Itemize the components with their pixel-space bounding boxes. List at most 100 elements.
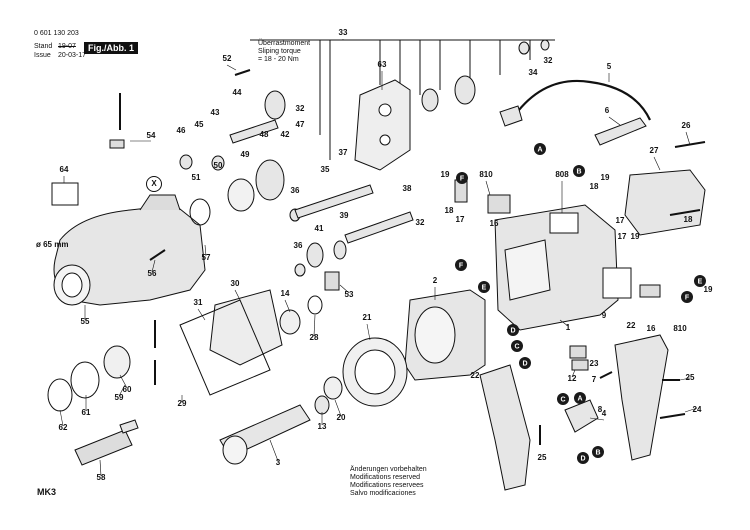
- view-x-marker: X: [146, 176, 162, 192]
- callout-disc: [519, 357, 531, 369]
- part-label-34: 34: [529, 68, 538, 77]
- callout-disc: [456, 172, 468, 184]
- footer-line: Änderungen vorbehalten: [350, 466, 427, 473]
- part-number: 0 601 130 203: [34, 30, 79, 37]
- leader-line: [204, 244, 207, 257]
- part-label-59: 59: [115, 393, 124, 402]
- leader-line: [234, 289, 241, 301]
- part-label-16: 16: [490, 219, 499, 228]
- part-label-4: 4: [602, 409, 607, 418]
- leader-line: [684, 407, 698, 413]
- callout-d: D: [507, 324, 519, 336]
- leader-line: [313, 314, 316, 337]
- part-label-25: 25: [686, 373, 695, 382]
- callout-letter: E: [482, 285, 487, 292]
- leader-line: [685, 131, 691, 146]
- callout-letter: F: [459, 263, 464, 270]
- stand-label: Stand: [34, 43, 53, 50]
- part-label-64: 64: [60, 165, 69, 174]
- part-label-32: 32: [296, 104, 305, 113]
- callout-d: D: [519, 357, 531, 369]
- part-label-42: 42: [281, 130, 290, 139]
- callout-disc: [574, 392, 586, 404]
- callout-disc: [534, 143, 546, 155]
- leader-line: [608, 116, 621, 126]
- callout-letter: A: [577, 396, 582, 403]
- part-label-39: 39: [340, 211, 349, 220]
- footer-line: Modifications reservees: [350, 482, 424, 489]
- callout-letter: B: [595, 450, 600, 457]
- part-label-51: 51: [192, 173, 201, 182]
- callout-disc: [694, 275, 706, 287]
- issue-date: 20-03-17: [58, 52, 87, 59]
- part-label-37: 37: [339, 148, 348, 157]
- part-label-810: 810: [673, 324, 687, 333]
- part-label-5: 5: [607, 62, 612, 71]
- part-label-47: 47: [296, 120, 305, 129]
- callout-a: A: [574, 392, 586, 404]
- part-label-16: 16: [647, 324, 656, 333]
- leader-line: [653, 156, 661, 171]
- part-label-31: 31: [194, 298, 203, 307]
- torque-note: Überrastmoment Sliping torque = 18 - 20 …: [258, 40, 311, 63]
- part-label-55: 55: [81, 317, 90, 326]
- leader-line: [118, 384, 126, 397]
- callout-letter: B: [576, 169, 581, 176]
- callout-disc: [557, 393, 569, 405]
- callout-e: E: [478, 281, 490, 293]
- part-label-22: 22: [627, 321, 636, 330]
- callout-letter: E: [698, 279, 703, 286]
- part-label-53: 53: [345, 290, 354, 299]
- callout-letter: D: [510, 328, 515, 335]
- part-label-1: 1: [566, 323, 571, 332]
- part-label-30: 30: [231, 279, 240, 288]
- callout-letter: C: [560, 397, 565, 404]
- callout-a: A: [534, 143, 546, 155]
- part-label-35: 35: [321, 165, 330, 174]
- callout-c: C: [557, 393, 569, 405]
- part-label-49: 49: [241, 150, 250, 159]
- part-label-28: 28: [310, 333, 319, 342]
- part-label-2: 2: [433, 276, 438, 285]
- part-label-25: 25: [538, 453, 547, 462]
- part-label-50: 50: [214, 161, 223, 170]
- stand-date: 19-07: [58, 43, 76, 50]
- part-label-19: 19: [704, 285, 713, 294]
- leader-line: [226, 64, 237, 71]
- leader-line: [99, 459, 102, 477]
- callout-disc: [455, 259, 467, 271]
- part-label-6: 6: [605, 106, 610, 115]
- part-label-13: 13: [318, 422, 327, 431]
- callout-d: D: [577, 452, 589, 464]
- callout-letter: F: [460, 176, 465, 183]
- part-label-23: 23: [590, 359, 599, 368]
- footer-line: Salvo modificaciones: [350, 490, 416, 497]
- part-label-14: 14: [281, 289, 290, 298]
- part-label-20: 20: [337, 413, 346, 422]
- part-label-18: 18: [590, 182, 599, 191]
- part-label-22: 22: [471, 371, 480, 380]
- leader-line: [366, 323, 371, 341]
- callout-disc: [592, 446, 604, 458]
- part-label-32: 32: [416, 218, 425, 227]
- leader-line: [559, 319, 569, 327]
- part-label-19: 19: [631, 232, 640, 241]
- leader-line: [151, 259, 156, 273]
- part-label-29: 29: [178, 399, 187, 408]
- callout-disc: [573, 165, 585, 177]
- part-label-808: 808: [555, 170, 569, 179]
- part-label-60: 60: [123, 385, 132, 394]
- figure-label: Fig./Abb. 1: [84, 42, 138, 54]
- leader-line: [334, 399, 342, 417]
- part-label-18: 18: [684, 215, 693, 224]
- part-label-12: 12: [568, 374, 577, 383]
- callout-f: F: [681, 291, 693, 303]
- part-label-45: 45: [195, 120, 204, 129]
- callout-c: C: [511, 340, 523, 352]
- part-label-56: 56: [148, 269, 157, 278]
- part-label-54: 54: [147, 131, 156, 140]
- part-label-7: 7: [592, 375, 597, 384]
- part-label-27: 27: [650, 146, 659, 155]
